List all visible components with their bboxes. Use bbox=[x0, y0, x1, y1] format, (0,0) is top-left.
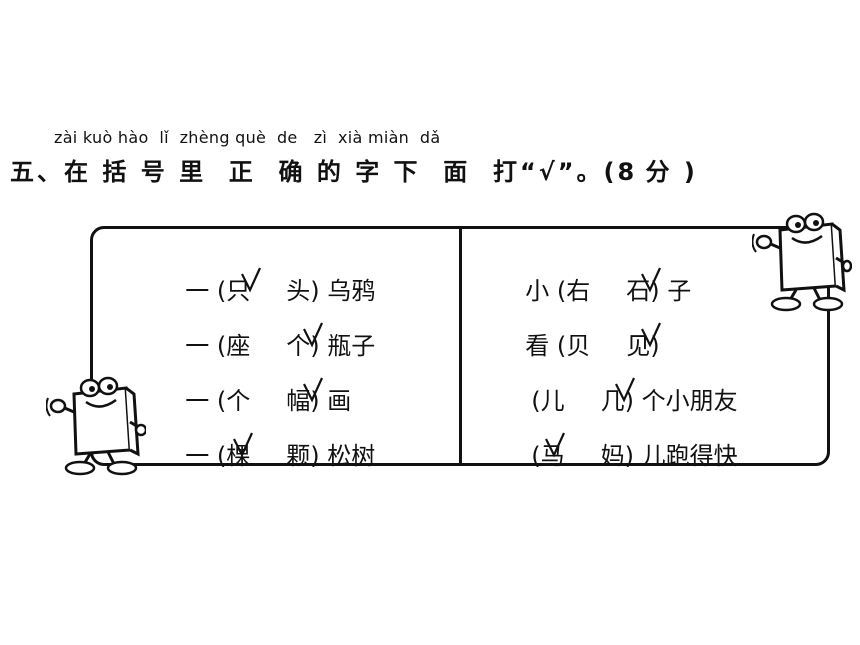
choice-1[interactable]: 右 bbox=[566, 277, 591, 305]
row-prefix: 一 ( bbox=[185, 332, 227, 360]
left-row-1: 一 (只头) 乌鸦 bbox=[170, 246, 375, 306]
right-row-1: 小 (右石) 子 bbox=[510, 246, 691, 306]
left-row-3: 一 (个 幅) 画 bbox=[170, 356, 351, 416]
check-mark-icon bbox=[241, 267, 262, 293]
score-value: 8 bbox=[617, 158, 635, 186]
row-prefix: 看 ( bbox=[525, 332, 567, 360]
row-suffix: ) 子 bbox=[650, 277, 692, 305]
cartoon-square-mascot-icon bbox=[46, 376, 146, 476]
choice-2[interactable]: 颗 bbox=[286, 442, 311, 470]
check-mark-icon bbox=[303, 322, 324, 348]
pinyin-line: zài kuò hào lǐ zhèng què de zì xià miàn … bbox=[54, 128, 441, 147]
row-suffix: ) bbox=[650, 332, 660, 360]
right-row-4: (马 妈) 儿跑得快 bbox=[516, 411, 738, 471]
choice-1[interactable]: 贝 bbox=[566, 332, 591, 360]
check-mark-icon bbox=[303, 377, 324, 403]
row-suffix: ) 儿跑得快 bbox=[624, 442, 738, 470]
check-mark-icon bbox=[641, 322, 662, 348]
choice-1[interactable]: 马 bbox=[540, 442, 565, 470]
left-row-2: 一 (座 个) 瓶子 bbox=[170, 301, 375, 361]
title-prefix: 五、在 括 号 里 正 确 的 字 下 面 打“√”。( bbox=[10, 158, 618, 186]
panel-divider bbox=[459, 226, 462, 466]
check-mark-icon bbox=[545, 432, 566, 458]
right-row-2: 看 (贝见) bbox=[510, 301, 660, 361]
question-title: 五、在 括 号 里 正 确 的 字 下 面 打“√”。(8 分 ) bbox=[10, 152, 698, 187]
choice-1[interactable]: 儿 bbox=[540, 387, 565, 415]
check-mark-icon bbox=[615, 377, 636, 403]
row-suffix: ) 瓶子 bbox=[310, 332, 376, 360]
row-prefix: 小 ( bbox=[525, 277, 567, 305]
row-suffix: ) 乌鸦 bbox=[310, 277, 376, 305]
choice-2[interactable]: 个 bbox=[286, 332, 311, 360]
choice-1[interactable]: 座 bbox=[226, 332, 251, 360]
left-row-4: 一 (棵颗) 松树 bbox=[170, 411, 375, 471]
row-prefix: 一 ( bbox=[185, 277, 227, 305]
choice-2[interactable]: 幅 bbox=[286, 387, 311, 415]
row-suffix: ) 个小朋友 bbox=[624, 387, 738, 415]
choice-2[interactable]: 头 bbox=[286, 277, 311, 305]
check-mark-icon bbox=[641, 267, 662, 293]
row-suffix: ) 画 bbox=[310, 387, 352, 415]
check-mark-icon bbox=[233, 432, 254, 458]
row-suffix: ) 松树 bbox=[310, 442, 376, 470]
choice-2[interactable]: 妈 bbox=[600, 442, 625, 470]
row-prefix: 一 ( bbox=[185, 387, 227, 415]
row-prefix: ( bbox=[531, 442, 541, 470]
row-prefix: ( bbox=[531, 387, 541, 415]
choice-1[interactable]: 个 bbox=[226, 387, 251, 415]
cartoon-square-mascot-icon bbox=[752, 212, 852, 312]
row-prefix: 一 ( bbox=[185, 442, 227, 470]
title-suffix: 分 ) bbox=[634, 158, 698, 186]
